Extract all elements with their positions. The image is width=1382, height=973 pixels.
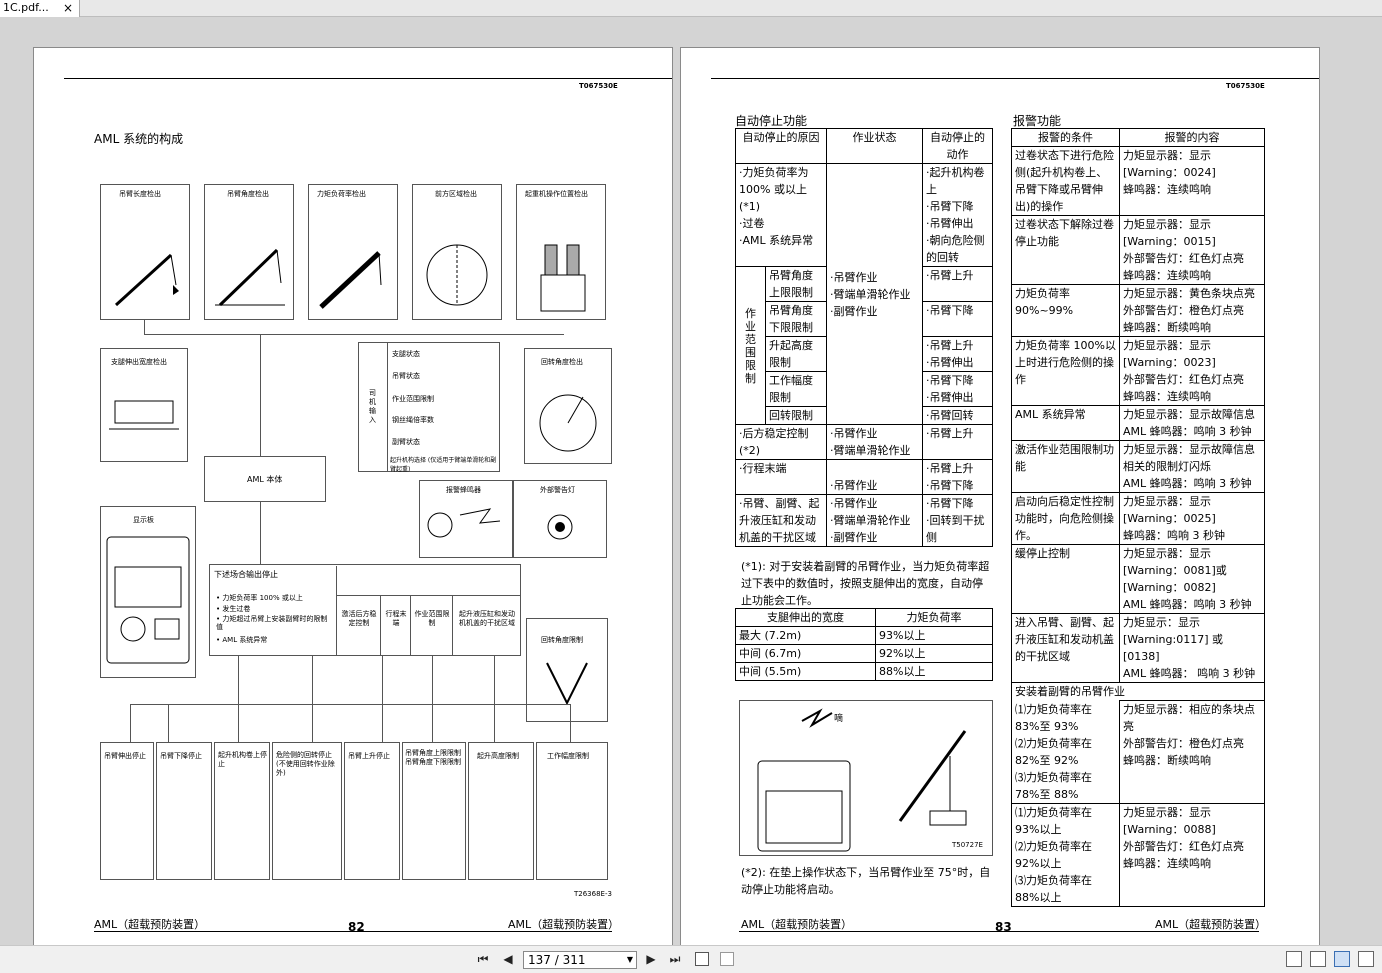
note-1: (*1): 对于安装着副臂的吊臂作业，当力矩负荷率超过下表中的数值时，按照支腿伸… (741, 560, 990, 607)
lamp-box: 外部警告灯 (513, 480, 607, 558)
stop-cases-box: 下述场合输出停止 • 力矩负荷率 100% 或以上 • 发生过卷 • 力矩超过吊… (209, 564, 521, 656)
page-82: T067530E AML 系统的构成 吊臂长度检出 吊臂角度检出 力矩负荷率检出… (33, 47, 673, 951)
alarm-title: 报警功能 (1013, 114, 1062, 128)
page-number: 83 (995, 920, 1012, 934)
buzzer-box: 报警蜂鸣器 (419, 480, 513, 558)
sensor-box: 吊臂长度检出 (100, 184, 190, 320)
document-tab[interactable]: 1C.pdf... × (0, 0, 80, 17)
status-bar: ⏮ ◀ 137 / 311▼ ▶ ⏭ (0, 945, 1382, 973)
output-box: 吊臂下降停止 (156, 742, 212, 880)
footer-left: AML（超载预防装置） (741, 918, 853, 931)
output-box: 起升机构卷上停止 (214, 742, 270, 880)
page-number: 82 (348, 920, 365, 934)
output-box: 吊臂上升停止 (344, 742, 400, 880)
history-forward-icon[interactable] (720, 952, 734, 966)
first-page-icon[interactable]: ⏮ (477, 952, 489, 966)
tab-title: 1C.pdf... (3, 1, 49, 14)
aml-body: AML 本体 (204, 456, 326, 502)
sensor-box: 力矩负荷率检出 (308, 184, 398, 320)
display-panel-box: 显示板 (100, 506, 196, 678)
section-title: AML 系统的构成 (94, 132, 184, 146)
auto-stop-table: 自动停止的原因 作业状态 自动停止的动作 ·力矩负荷率为100% 或以上(*1)… (735, 128, 993, 547)
page-83: T067530E 自动停止功能 自动停止的原因 作业状态 自动停止的动作 ·力矩… (680, 47, 1320, 951)
document-viewer: T067530E AML 系统的构成 吊臂长度检出 吊臂角度检出 力矩负荷率检出… (0, 17, 1382, 951)
sensor-box: 吊臂角度检出 (204, 184, 294, 320)
alarm-table: 报警的条件报警的内容 过卷状态下进行危险侧(起升机构卷上、吊臂下降或吊臂伸出)的… (1011, 128, 1265, 907)
output-box: 工作幅度限制 (536, 742, 608, 880)
history-back-icon[interactable] (695, 952, 709, 966)
close-icon[interactable]: × (63, 1, 74, 15)
output-box: 吊臂伸出停止 (100, 742, 154, 880)
crane-figure: 嘀 T50727E (739, 700, 993, 856)
prev-page-icon[interactable]: ◀ (503, 952, 513, 966)
footer-right: AML（超载预防装置） (1155, 918, 1267, 931)
doc-code: T067530E (1226, 82, 1265, 90)
sensor-box: 起重机操作位置检出 (516, 184, 606, 320)
sensor-box: 前方区域检出 (412, 184, 502, 320)
outrigger-table: 支腿伸出的宽度力矩负荷率 最大 (7.2m)93%以上 中间 (6.7m)92%… (735, 608, 993, 681)
tab-bar: 1C.pdf... × (0, 0, 1382, 17)
chevron-down-icon[interactable]: ▼ (626, 955, 633, 964)
doc-code: T067530E (579, 82, 618, 90)
outrigger-box: 支腿伸出宽度检出 (100, 348, 188, 462)
swing-limit-box: 回转角度限制 (526, 618, 608, 722)
next-page-icon[interactable]: ▶ (646, 952, 656, 966)
page-number-input[interactable]: 137 / 311▼ (523, 951, 637, 969)
driver-input-box: 司机输入 支腿状态 吊臂状态 作业范围限制 钢丝绳倍率数 副臂状态 起升机构选择… (358, 342, 500, 473)
footer-right: AML（超载预防装置） (508, 918, 620, 931)
facing-view-icon[interactable] (1334, 951, 1350, 967)
output-box: 起升高度限制 (468, 742, 534, 880)
auto-stop-title: 自动停止功能 (735, 114, 808, 128)
note-2: (*2): 在垫上操作状态下，当吊臂作业至 75°时，自动停止功能将启动。 (741, 866, 991, 896)
swing-box: 回转角度检出 (524, 348, 612, 464)
figure-number: T26368E-3 (574, 890, 612, 898)
footer-left: AML（超载预防装置） (94, 918, 206, 931)
last-page-icon[interactable]: ⏭ (669, 952, 681, 966)
facing-continuous-view-icon[interactable] (1358, 951, 1374, 967)
output-box: 危险侧的回转停止 (不使用回转作业除外) (272, 742, 342, 880)
single-page-view-icon[interactable] (1286, 951, 1302, 967)
output-box: 吊臂角度上限限制 吊臂角度下限限制 (402, 742, 466, 880)
continuous-view-icon[interactable] (1310, 951, 1326, 967)
